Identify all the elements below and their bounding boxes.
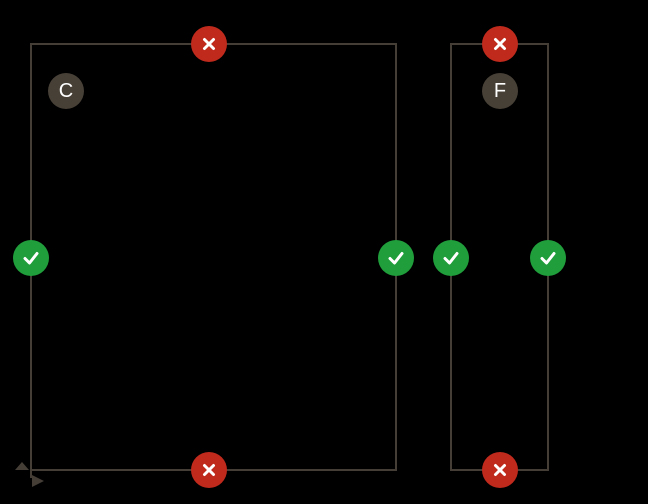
check-icon xyxy=(388,252,404,265)
x-icon xyxy=(494,464,506,476)
status-badge-f-bottom-fail xyxy=(482,452,518,488)
up-arrow-icon xyxy=(15,462,29,470)
box-c-label-badge: C xyxy=(48,73,84,109)
status-badge-c-top-fail xyxy=(191,26,227,62)
status-badge-f-left-pass xyxy=(433,240,469,276)
x-icon xyxy=(203,38,215,50)
x-icon xyxy=(203,464,215,476)
box-c-label: C xyxy=(58,80,74,102)
check-icon xyxy=(540,252,556,265)
status-badge-f-top-fail xyxy=(482,26,518,62)
status-badge-f-right-pass xyxy=(530,240,566,276)
status-badge-c-bottom-fail xyxy=(191,452,227,488)
status-badge-c-right-pass xyxy=(378,240,414,276)
box-f-label-badge: F xyxy=(482,73,518,109)
x-icon xyxy=(494,38,506,50)
check-icon xyxy=(443,252,459,265)
axis-line-extension xyxy=(30,469,32,478)
check-icon xyxy=(23,252,39,265)
box-f-label: F xyxy=(493,80,507,102)
right-arrow-icon xyxy=(32,475,44,487)
status-badge-c-left-pass xyxy=(13,240,49,276)
box-c-outline xyxy=(30,43,397,471)
